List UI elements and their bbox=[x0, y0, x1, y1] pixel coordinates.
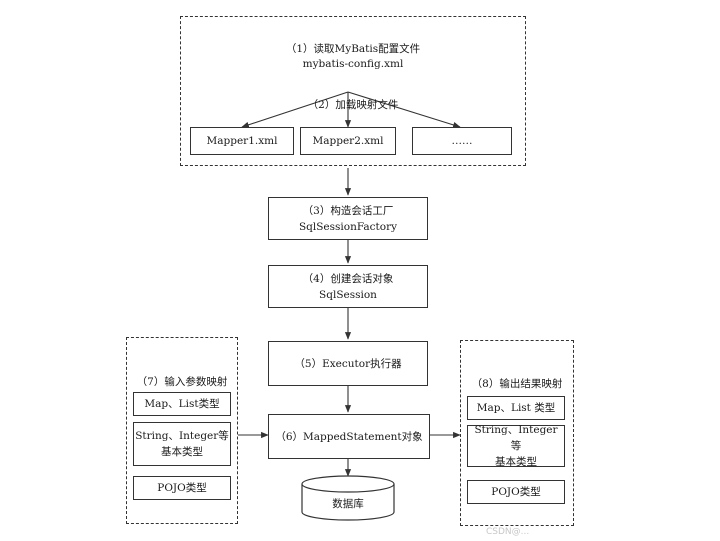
type-label: Map、List类型 bbox=[144, 398, 220, 410]
database-label: 数据库 bbox=[332, 498, 364, 510]
mapper-label: Mapper1.xml bbox=[206, 135, 278, 147]
step4-name: SqlSession bbox=[319, 288, 377, 301]
mapper-label: Mapper2.xml bbox=[312, 135, 384, 147]
type-label: 基本类型 bbox=[495, 456, 537, 468]
step1-title: （1）读取MyBatis配置文件 bbox=[285, 43, 421, 55]
type-label: String、Integer 等 bbox=[474, 424, 558, 452]
step5-box: （5）Executor执行器 bbox=[268, 341, 428, 386]
mapper-box-1: Mapper1.xml bbox=[190, 127, 294, 155]
step1-file: mybatis-config.xml bbox=[302, 58, 404, 70]
watermark: CSDN@... bbox=[486, 527, 530, 537]
type-label: 基本类型 bbox=[161, 446, 203, 458]
output-type-map-list: Map、List 类型 bbox=[467, 396, 565, 420]
step6-box: （6）MappedStatement对象 bbox=[268, 414, 430, 459]
step4-box: （4）创建会话对象 SqlSession bbox=[268, 265, 428, 308]
output-mapping-title: （8）输出结果映射 bbox=[471, 378, 563, 390]
arrow-to-mapper1 bbox=[241, 91, 349, 128]
config-group bbox=[180, 16, 526, 166]
type-label: POJO类型 bbox=[491, 486, 541, 498]
type-label: String、Integer等 bbox=[135, 430, 229, 442]
input-type-map-list: Map、List类型 bbox=[133, 392, 231, 416]
input-mapping-group bbox=[126, 337, 238, 524]
type-label: Map、List 类型 bbox=[476, 402, 556, 414]
step6-title: （6）MappedStatement对象 bbox=[275, 430, 423, 443]
mapper-box-more: …… bbox=[412, 127, 512, 155]
input-type-pojo: POJO类型 bbox=[133, 476, 231, 500]
step5-title: （5）Executor执行器 bbox=[294, 357, 402, 370]
step4-title: （4）创建会话对象 bbox=[302, 272, 394, 285]
output-type-string-integer: String、Integer 等 基本类型 bbox=[467, 424, 565, 468]
type-label: POJO类型 bbox=[157, 482, 207, 494]
output-mapping-group bbox=[460, 340, 574, 526]
input-mapping-title: （7）输入参数映射 bbox=[136, 376, 228, 388]
input-type-string-integer: String、Integer等 基本类型 bbox=[133, 422, 231, 466]
mapper-box-2: Mapper2.xml bbox=[300, 127, 396, 155]
step3-title: （3）构造会话工厂 bbox=[302, 204, 394, 217]
arrow-to-mapper-more bbox=[347, 91, 461, 128]
output-type-pojo: POJO类型 bbox=[467, 480, 565, 504]
step2-title: （2）加载映射文件 bbox=[307, 99, 399, 111]
step3-box: （3）构造会话工厂 SqlSessionFactory bbox=[268, 197, 428, 240]
database-cylinder bbox=[301, 475, 395, 521]
step3-name: SqlSessionFactory bbox=[298, 220, 398, 233]
mapper-label: …… bbox=[451, 135, 473, 147]
